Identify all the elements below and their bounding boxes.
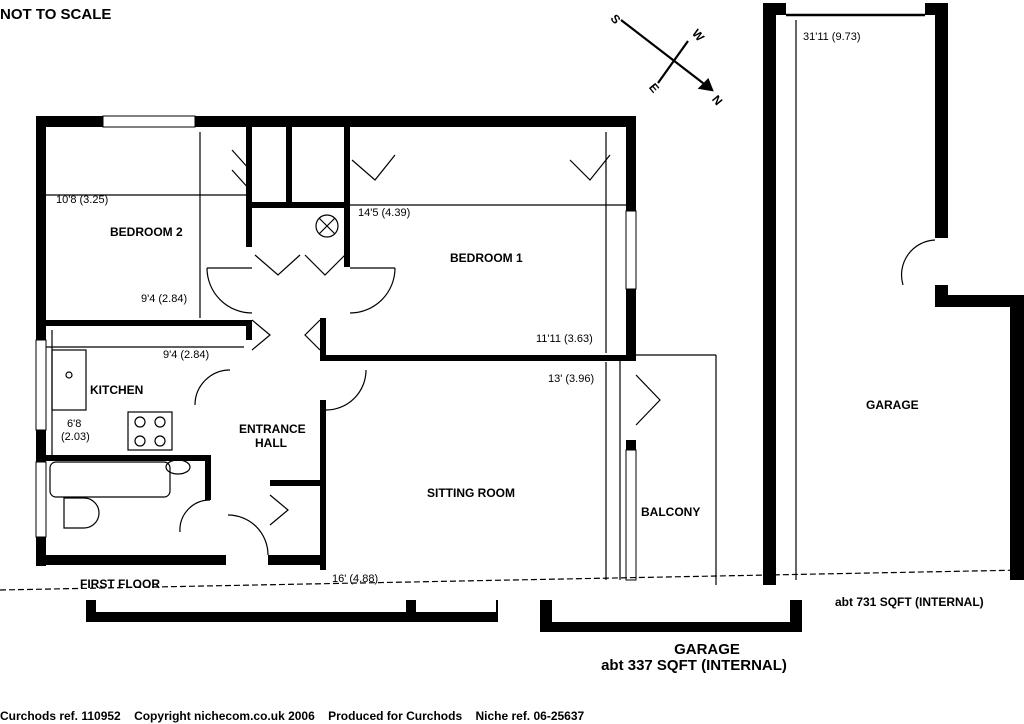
first-floor-label: FIRST FLOOR bbox=[80, 577, 160, 591]
compass-n: N bbox=[709, 92, 725, 108]
total-area-label: abt 731 SQFT (INTERNAL) bbox=[835, 595, 984, 609]
room-garage: GARAGE bbox=[866, 398, 919, 412]
room-entrance-2: HALL bbox=[255, 436, 287, 450]
dim-bedroom2-depth: 9'4 (2.84) bbox=[141, 293, 187, 305]
dim-bedroom2-width: 10'8 (3.25) bbox=[56, 194, 108, 206]
dim-kitchen-depth-1: 6'8 bbox=[67, 418, 81, 430]
scale-note: NOT TO SCALE bbox=[0, 6, 111, 23]
compass bbox=[620, 19, 714, 92]
dim-kitchen-depth-2: (2.03) bbox=[61, 431, 90, 443]
compass-s: S bbox=[608, 12, 624, 27]
compass-w: W bbox=[689, 26, 707, 44]
garage-title: GARAGE bbox=[674, 641, 740, 658]
dim-bedroom1-width: 14'5 (4.39) bbox=[358, 207, 410, 219]
room-kitchen: KITCHEN bbox=[90, 383, 143, 397]
dim-kitchen-width: 9'4 (2.84) bbox=[163, 349, 209, 361]
footer-credits: Curchods ref. 110952 Copyright nichecom.… bbox=[0, 709, 585, 723]
room-bedroom1: BEDROOM 1 bbox=[450, 251, 523, 265]
dim-garage-length: 31'11 (9.73) bbox=[803, 31, 861, 43]
dim-sitting-depth: 13' (3.96) bbox=[548, 373, 594, 385]
dim-bedroom1-depth: 11'11 (3.63) bbox=[536, 333, 593, 345]
room-balcony: BALCONY bbox=[641, 505, 700, 519]
room-entrance-1: ENTRANCE bbox=[239, 422, 306, 436]
room-bedroom2: BEDROOM 2 bbox=[110, 225, 183, 239]
garage-area: abt 337 SQFT (INTERNAL) bbox=[601, 657, 787, 674]
room-sitting: SITTING ROOM bbox=[427, 486, 515, 500]
thin-lines bbox=[0, 13, 1024, 591]
walls bbox=[35, 3, 1024, 632]
dim-sitting-width: 16' (4.88) bbox=[332, 573, 378, 585]
compass-e: E bbox=[646, 80, 662, 95]
